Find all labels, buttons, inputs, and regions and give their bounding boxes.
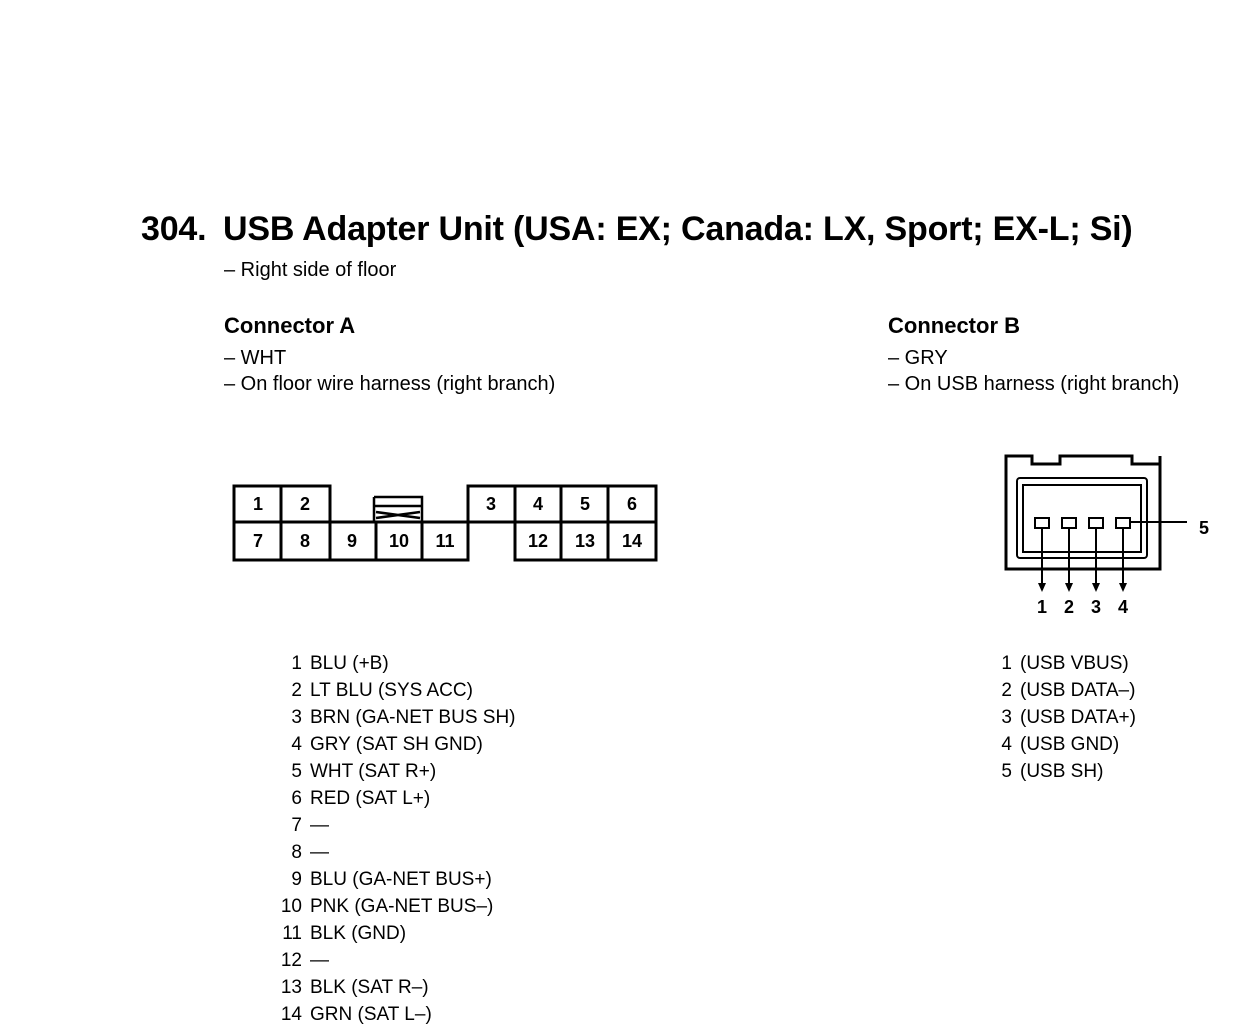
pin-description: PNK (GA-NET BUS–) [310,896,494,917]
pin-description: GRN (SAT L–) [310,1004,432,1025]
connector-a-face [232,484,658,562]
pin-description: GRY (SAT SH GND) [310,734,483,755]
pin-description: BLU (GA-NET BUS+) [310,869,492,890]
face-a-pin-label: 7 [253,531,263,551]
pin-number: 3 [1001,707,1012,728]
pin-description: (USB VBUS) [1020,653,1129,674]
list-item: 7— [280,812,516,839]
pin-description: BLK (GND) [310,923,407,944]
leader-arrow-icon [1038,583,1127,592]
pin-number: 4 [1001,734,1012,755]
page-title: 304. USB Adapter Unit (USA: EX; Canada: L… [141,210,1133,249]
connector-b-face [1004,454,1187,592]
face-a-pin-label: 6 [627,494,637,514]
pin-number: 2 [1001,680,1012,701]
pin-number: 5 [1001,761,1012,782]
pin-number: 9 [291,869,302,890]
list-item: 1 BLU (+B) [280,650,516,677]
face-a-pin-label: 9 [347,531,357,551]
face-a-pin-label: 11 [435,531,454,551]
face-a-pin-label: 13 [575,531,595,551]
pin-number: 11 [282,923,302,944]
list-item: 4 GRY (SAT SH GND) [280,731,516,758]
pin-description: — [310,950,329,971]
pin-description: — [310,842,329,863]
pin-number: 6 [291,788,302,809]
pin-description: BLU (+B) [310,653,389,674]
pin-description: (USB DATA+) [1020,707,1136,728]
list-item: 11 BLK (GND) [280,920,516,947]
connector-b-pin-list: 1 (USB VBUS) 2 (USB DATA–) 3 (USB DATA+) 4 (… [999,650,1136,785]
face-a-pin-label: 10 [389,531,409,551]
list-item: 6 RED (SAT L+) [280,785,516,812]
connector-b-heading: Connector B [888,313,1020,338]
section-title: USB Adapter Unit (USA: EX; Canada: LX, S… [223,210,1133,248]
face-a-pin-label: 1 [253,494,263,514]
face-b-pin-label: 2 [1064,597,1074,617]
pin-leader-lines [1041,521,1187,585]
pin-number: 5 [291,761,302,782]
face-a-pin-label: 12 [528,531,548,551]
face-b-shield-label: 5 [1199,518,1209,538]
pin-description: WHT (SAT R+) [310,761,437,782]
pin-number: 12 [280,950,302,971]
connector-b-location: – On USB harness (right branch) [888,373,1180,395]
pin-number: 2 [291,680,302,701]
pin-description: — [310,815,329,836]
pin-number: 1 [1001,653,1012,674]
lock-tab-icon [372,495,424,522]
pin-number: 10 [280,896,302,917]
face-a-pin-label: 5 [580,494,590,514]
list-item: 10 PNK (GA-NET BUS–) [280,893,516,920]
pin-number: 13 [280,977,302,998]
face-b-pin-label: 3 [1091,597,1101,617]
list-item: 4 (USB GND) [999,731,1136,758]
pin-description: (USB SH) [1020,761,1104,782]
usb-pin-contacts [1034,517,1131,529]
face-a-pin-label: 3 [486,494,496,514]
list-item: 3 BRN (GA-NET BUS SH) [280,704,516,731]
pin-description: BRN (GA-NET BUS SH) [310,707,516,728]
section-number: 304. [141,210,207,248]
pin-description: RED (SAT L+) [310,788,431,809]
pin-number: 3 [291,707,302,728]
connector-b-color: – GRY [888,347,948,369]
list-item: 2 LT BLU (SYS ACC) [280,677,516,704]
pin-number: 7 [291,815,302,836]
connector-a-color: – WHT [224,347,287,369]
face-a-pin-label: 8 [300,531,310,551]
connector-a-heading: Connector A [224,313,356,338]
face-b-pin-label: 1 [1037,597,1047,617]
list-item: 8— [280,839,516,866]
list-item: 9 BLU (GA-NET BUS+) [280,866,516,893]
list-item: 5 (USB SH) [999,758,1136,785]
component-location: – Right side of floor [224,259,397,281]
list-item: 1 (USB VBUS) [999,650,1136,677]
pin-description: (USB DATA–) [1020,680,1136,701]
pin-number: 1 [291,653,302,674]
connector-a-location: – On floor wire harness (right branch) [224,373,556,395]
face-a-pin-label: 14 [622,531,642,551]
list-item: 12 — [280,947,516,974]
pin-number: 4 [291,734,302,755]
list-item: 2 (USB DATA–) [999,677,1136,704]
list-item: 13 BLK (SAT R–) [280,974,516,1001]
pin-number: 8 [291,842,302,863]
list-item: 3 (USB DATA+) [999,704,1136,731]
pin-description: LT BLU (SYS ACC) [310,680,473,701]
face-a-pin-label: 4 [533,494,543,514]
pin-number: 14 [280,1004,302,1025]
pin-description: (USB GND) [1020,734,1120,755]
list-item: 5 WHT (SAT R+) [280,758,516,785]
face-b-pin-label: 4 [1118,597,1128,617]
connector-a-pin-list: 1 BLU (+B) 2 LT BLU (SYS ACC) 3 BRN (GA-NET… [280,650,516,1028]
pin-description: BLK (SAT R–) [310,977,429,998]
face-a-pin-label: 2 [300,494,310,514]
list-item: 14 GRN (SAT L–) [280,1001,516,1028]
